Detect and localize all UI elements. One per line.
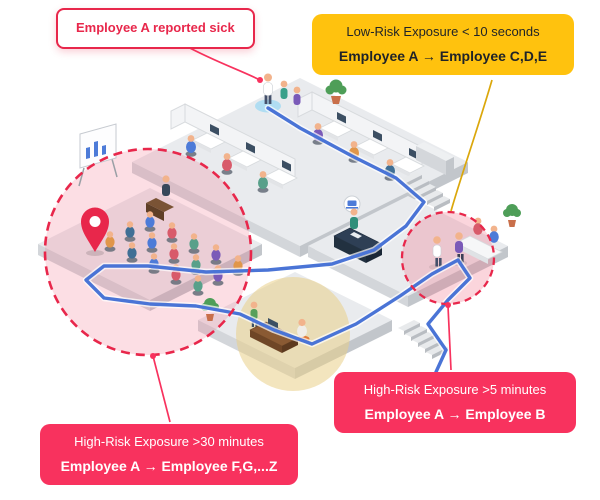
high-risk-zone-border — [43, 147, 253, 357]
connector-low-risk — [450, 79, 493, 212]
presenter-figure — [146, 175, 174, 221]
callout-high-risk-5min: High-Risk Exposure >5 minutes Employee A… — [334, 372, 576, 434]
office-cabinets — [416, 142, 454, 175]
cubicle-cluster-right — [297, 91, 425, 181]
connector-high-risk-30min — [150, 353, 171, 423]
callout-high-risk-5min-title: High-Risk Exposure >5 minutes — [363, 382, 547, 397]
callout-reported-sick: Employee A reported sick — [56, 8, 255, 49]
connector-reported-sick — [185, 45, 263, 83]
movement-path — [82, 104, 474, 376]
plant-icon — [325, 79, 347, 104]
location-pin-icon — [81, 207, 109, 256]
callout-reported-sick-text: Employee A reported sick — [76, 20, 235, 35]
cubicle-cluster-left — [170, 103, 298, 193]
callout-low-risk: Low-Risk Exposure < 10 seconds Employee … — [312, 14, 574, 76]
office-colleagues — [280, 80, 301, 105]
stairs-upper — [400, 172, 450, 211]
plant-icon — [503, 204, 521, 227]
callout-high-risk-30min-title: High-Risk Exposure >30 minutes — [74, 434, 264, 449]
connector-high-risk-5min — [445, 302, 452, 371]
callout-high-risk-5min-detail: Employee A → Employee B — [364, 405, 546, 422]
receptionist — [350, 208, 358, 216]
callout-low-risk-title: Low-Risk Exposure < 10 seconds — [346, 24, 540, 39]
callout-high-risk-30min-detail: Employee A → Employee F,G,...Z — [60, 457, 278, 474]
callout-high-risk-30min: High-Risk Exposure >30 minutes Employee … — [40, 424, 298, 486]
callout-low-risk-detail: Employee A → Employee C,D,E — [338, 47, 548, 64]
